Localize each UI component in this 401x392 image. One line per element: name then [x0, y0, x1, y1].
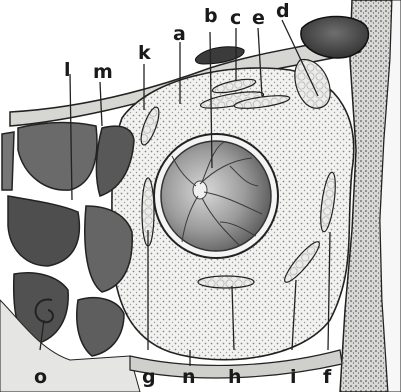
label-d: d	[276, 0, 290, 22]
label-o: o	[34, 366, 47, 388]
label-g: g	[142, 366, 156, 388]
label-k: k	[138, 42, 151, 64]
label-b: b	[204, 5, 218, 27]
label-n: n	[182, 366, 196, 388]
label-m: m	[93, 61, 113, 83]
label-c: c	[230, 7, 241, 29]
label-i: i	[290, 366, 297, 388]
label-f: f	[323, 366, 332, 388]
label-h: h	[228, 366, 242, 388]
label-a: a	[173, 23, 186, 45]
eyeball	[154, 134, 278, 258]
label-l: l	[64, 59, 71, 81]
label-e: e	[252, 7, 265, 29]
